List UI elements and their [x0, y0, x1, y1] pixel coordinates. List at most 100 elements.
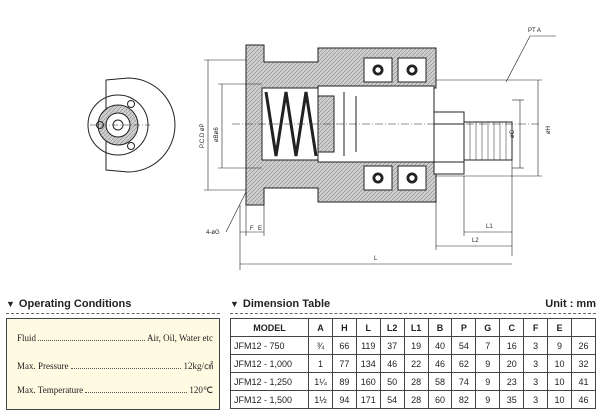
- label-b: øBø6: [214, 127, 220, 142]
- table-cell: JFM12 - 1,250: [230, 372, 309, 391]
- label-e: E: [258, 226, 262, 232]
- column-header: C: [499, 318, 525, 337]
- table-cell: 58: [427, 372, 453, 391]
- table-cell: 94: [331, 390, 357, 409]
- technical-drawing: PT A øC øH P.C.D øP øBø6 4-øG F E L1 L2 …: [87, 28, 556, 270]
- table-cell: 60: [427, 390, 453, 409]
- column-header: P: [451, 318, 477, 337]
- table-header-row: MODEL A H L L2 L1 B P G C F E: [230, 318, 597, 337]
- table-cell: 62: [451, 354, 477, 373]
- table-cell: 77: [331, 354, 357, 373]
- table-cell: 28: [403, 390, 429, 409]
- table-cell: 23: [499, 372, 525, 391]
- table-row: JFM12 - 1,000 1 77 134 46 22 46 62 9 20 …: [230, 354, 597, 373]
- column-header: [570, 318, 597, 337]
- column-header: E: [547, 318, 572, 337]
- column-header: A: [308, 318, 333, 337]
- table-cell: 9: [475, 390, 501, 409]
- table-cell: 46: [570, 390, 597, 409]
- divider: [230, 313, 596, 314]
- table-cell: 89: [331, 372, 357, 391]
- table-cell: 9: [475, 354, 501, 373]
- table-cell: 54: [379, 390, 405, 409]
- table-cell: 82: [451, 390, 477, 409]
- table-cell: 7: [475, 336, 501, 355]
- table-cell: 160: [355, 372, 381, 391]
- triangle-down-icon: ▼: [230, 299, 239, 309]
- operating-conditions-box: Fluid Air, Oil, Water etc Max. Pressure …: [6, 318, 220, 410]
- table-cell: 74: [451, 372, 477, 391]
- table-cell: ¾: [308, 336, 333, 355]
- table-row: JFM12 - 1,500 1½ 94 171 54 28 60 82 9 35…: [230, 390, 597, 409]
- triangle-down-icon: ▼: [6, 299, 15, 309]
- table-row: JFM12 - 1,250 1¼ 89 160 50 28 58 74 9 23…: [230, 372, 597, 391]
- column-header: L2: [379, 318, 405, 337]
- table-cell: 20: [499, 354, 525, 373]
- flange-end-view: [87, 77, 176, 173]
- column-header: MODEL: [230, 318, 309, 337]
- table-cell: 41: [570, 372, 597, 391]
- table-cell: 46: [379, 354, 405, 373]
- table-cell: 19: [403, 336, 429, 355]
- table-cell: 10: [547, 354, 572, 373]
- table-cell: 9: [547, 336, 572, 355]
- table-cell: 26: [570, 336, 597, 355]
- condition-row-fluid: Fluid Air, Oil, Water etc: [17, 333, 213, 343]
- leader-dots: [70, 362, 182, 369]
- table-cell: 9: [475, 372, 501, 391]
- table-cell: 119: [355, 336, 381, 355]
- column-header: H: [331, 318, 357, 337]
- label-pt-a: PT A: [528, 28, 541, 34]
- dimension-table-title: ▼Dimension Table: [230, 298, 331, 310]
- label-f: F: [250, 226, 254, 232]
- label-h: øH: [546, 126, 552, 134]
- unit-label: Unit : mm: [545, 298, 596, 310]
- joint-section-view: [232, 44, 540, 206]
- dimension-table: MODEL A H L L2 L1 B P G C F E JFM12 - 75…: [230, 318, 597, 409]
- condition-row-temperature: Max. Temperature 120℃: [17, 385, 213, 395]
- label-c: øC: [510, 129, 516, 138]
- table-cell: JFM12 - 1,000: [230, 354, 309, 373]
- table-cell: 35: [499, 390, 525, 409]
- table-cell: 134: [355, 354, 381, 373]
- table-row: JFM12 - 750 ¾ 66 119 37 19 40 54 7 16 3 …: [230, 336, 597, 355]
- label-l: L: [374, 256, 378, 262]
- dimension-lines: [204, 35, 556, 270]
- divider: [6, 313, 220, 314]
- table-cell: 171: [355, 390, 381, 409]
- table-cell: 28: [403, 372, 429, 391]
- condition-row-pressure: Max. Pressure 12kg/㎠: [17, 361, 213, 371]
- table-cell: 40: [427, 336, 453, 355]
- table-cell: 3: [523, 390, 549, 409]
- table-cell: JFM12 - 1,500: [230, 390, 309, 409]
- operating-conditions-title: ▼Operating Conditions: [6, 298, 132, 310]
- column-header: G: [475, 318, 501, 337]
- table-cell: 32: [570, 354, 597, 373]
- table-cell: 16: [499, 336, 525, 355]
- column-header: B: [427, 318, 453, 337]
- table-cell: 1½: [308, 390, 333, 409]
- table-cell: 10: [547, 372, 572, 391]
- table-cell: 22: [403, 354, 429, 373]
- table-cell: 50: [379, 372, 405, 391]
- table-cell: 3: [523, 354, 549, 373]
- table-cell: 3: [523, 336, 549, 355]
- table-cell: 10: [547, 390, 572, 409]
- label-l2: L2: [472, 238, 479, 244]
- table-cell: 1¼: [308, 372, 333, 391]
- table-cell: JFM12 - 750: [230, 336, 309, 355]
- table-cell: 1: [308, 354, 333, 373]
- table-cell: 66: [331, 336, 357, 355]
- label-l1: L1: [486, 224, 493, 230]
- column-header: L1: [403, 318, 429, 337]
- label-pcd: P.C.D øP: [200, 123, 206, 148]
- column-header: F: [523, 318, 549, 337]
- table-cell: 37: [379, 336, 405, 355]
- table-cell: 3: [523, 372, 549, 391]
- table-cell: 46: [427, 354, 453, 373]
- column-header: L: [355, 318, 381, 337]
- leader-dots: [85, 386, 188, 393]
- table-cell: 54: [451, 336, 477, 355]
- leader-dots: [38, 334, 146, 341]
- label-g: 4-øG: [206, 230, 220, 236]
